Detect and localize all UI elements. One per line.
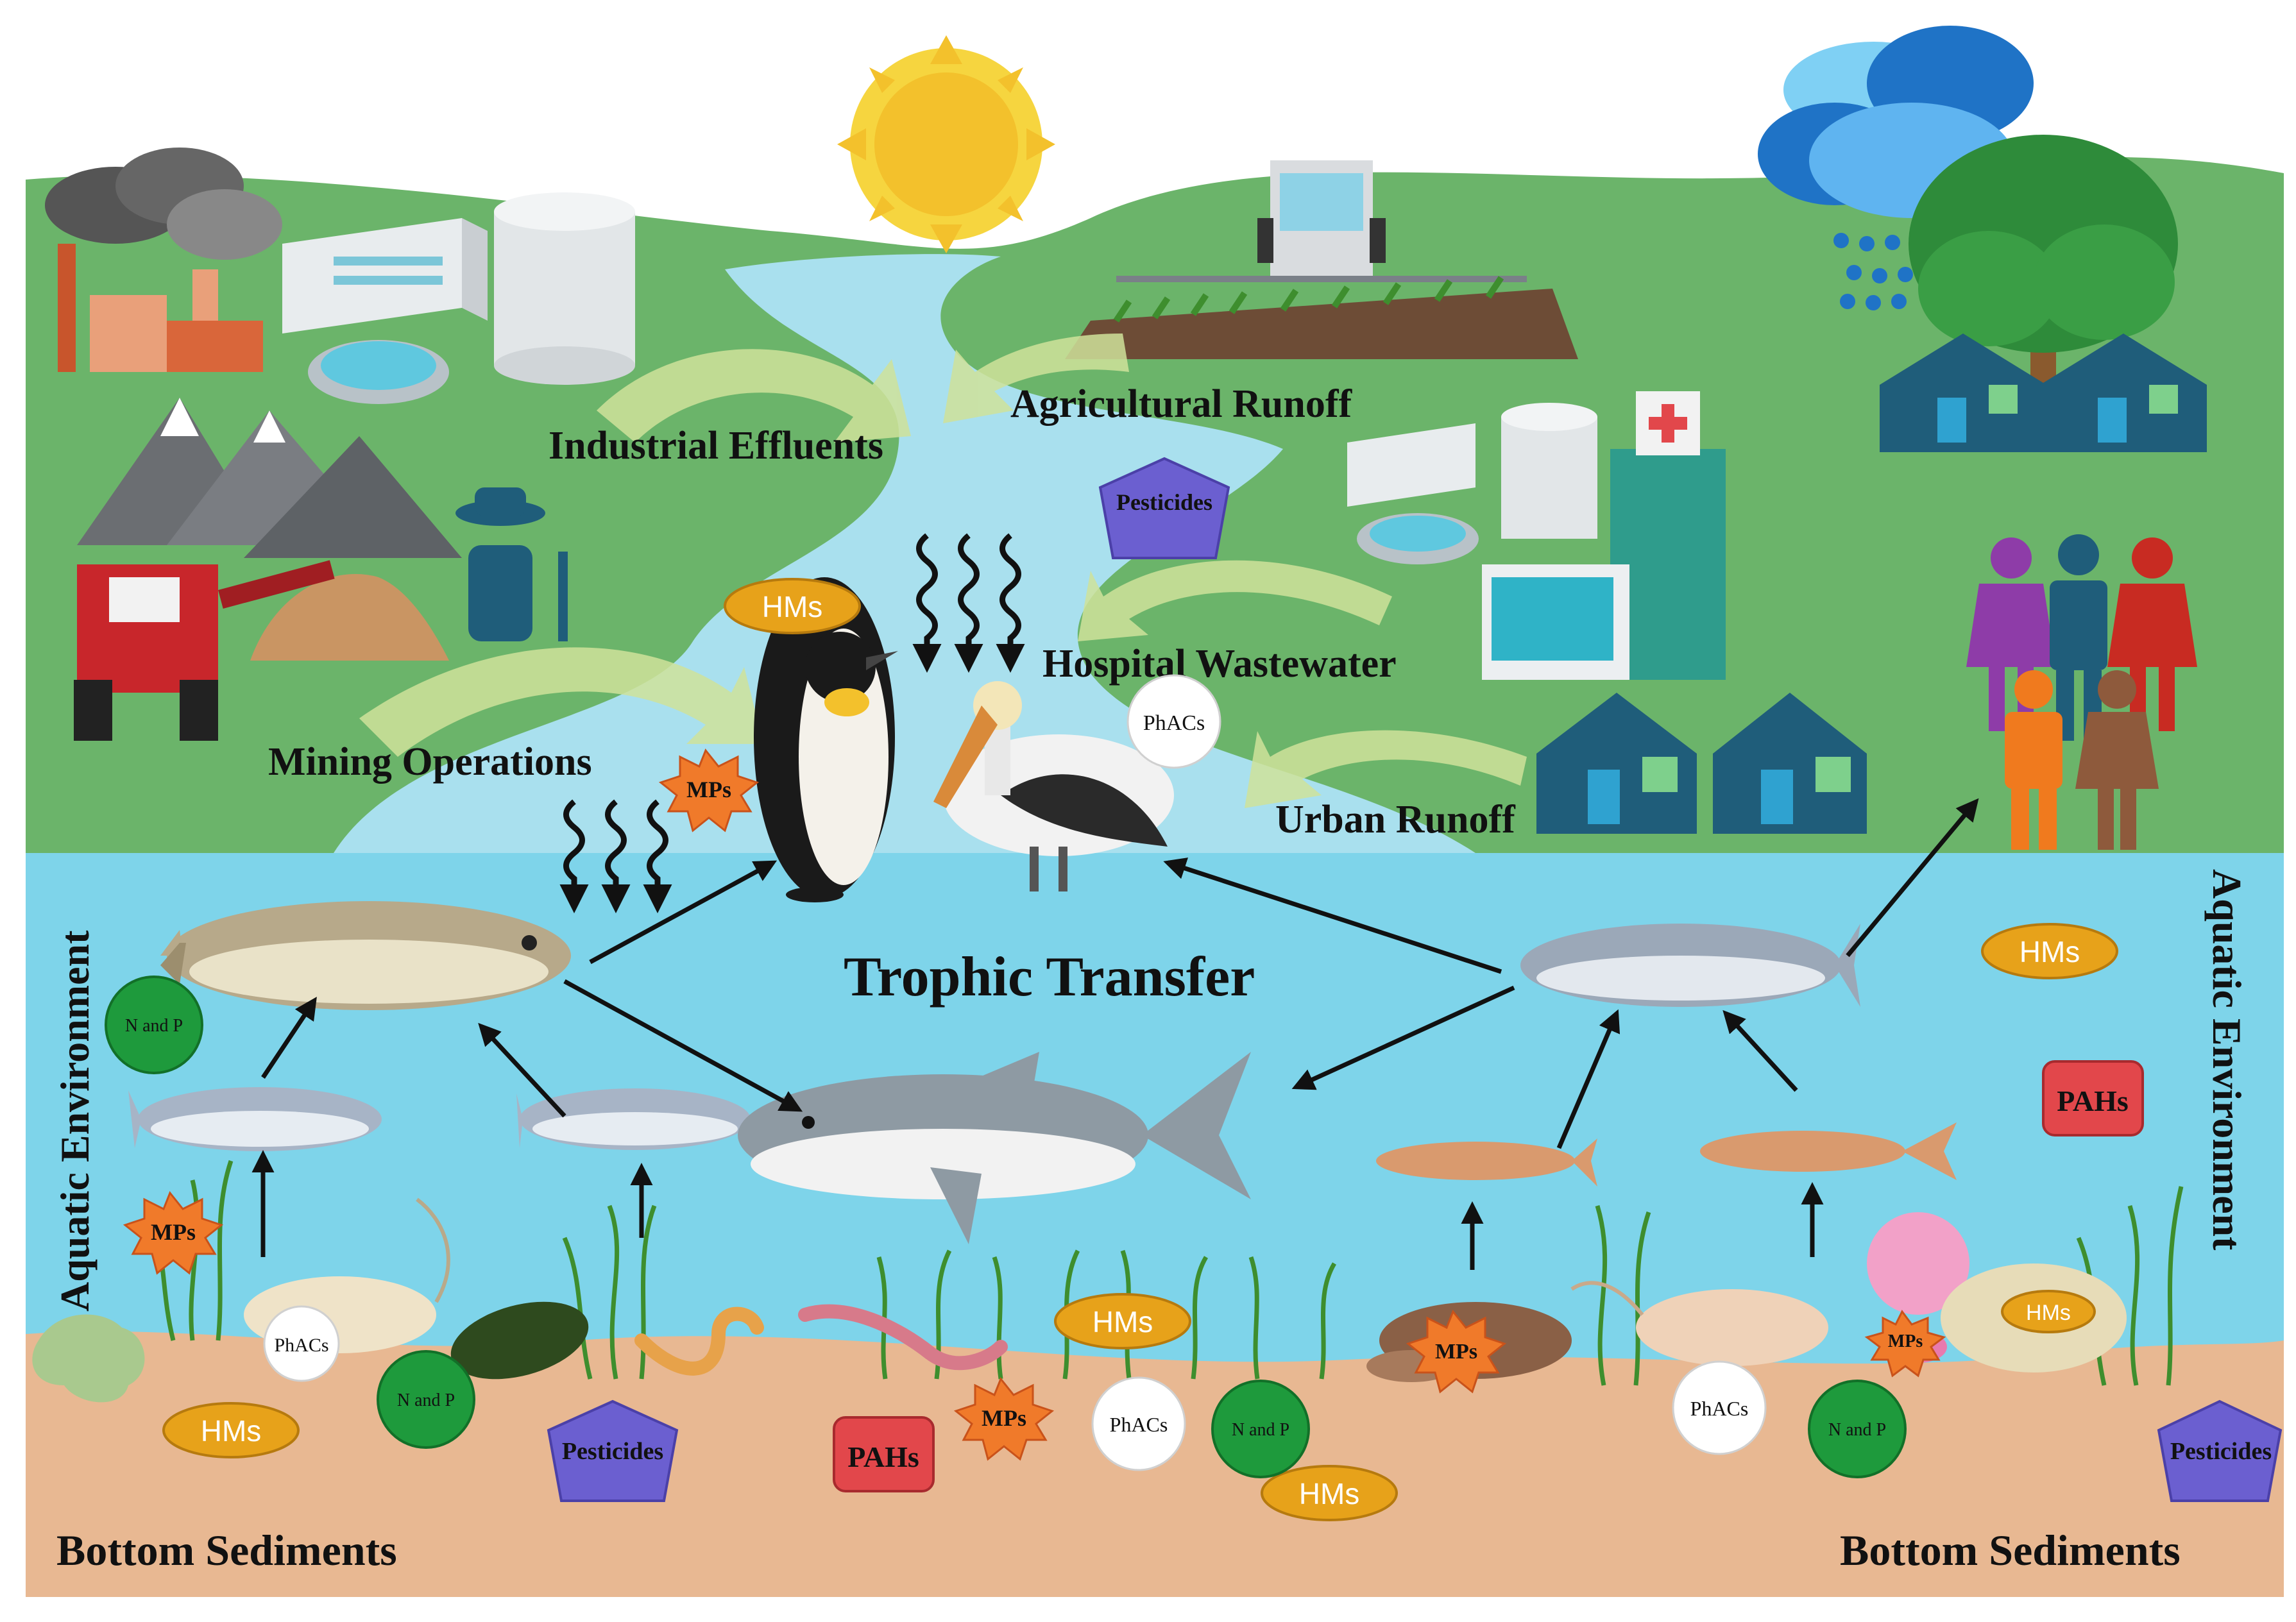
mps-text: MPs — [151, 1219, 196, 1245]
agricultural-runoff-label: Agricultural Runoff — [1010, 382, 1353, 426]
mps-text: MPs — [686, 777, 731, 802]
mps-badge: MPs — [1406, 1310, 1507, 1394]
phacs-text: PhACs — [1110, 1413, 1168, 1436]
hms-badge: HMs — [1981, 923, 2118, 979]
pahs-text: PAHs — [847, 1440, 919, 1473]
pahs-badge: PAHs — [833, 1416, 935, 1492]
factory-icon — [45, 148, 282, 372]
treatment-plant-icon — [1347, 403, 1597, 564]
mps-badge: MPs — [1864, 1310, 1946, 1378]
farmer-icon — [455, 487, 568, 641]
hospital-flow-arrow — [1078, 560, 1392, 641]
pesticides-text: Pesticides — [562, 1438, 663, 1465]
hms-text: HMs — [201, 1414, 262, 1448]
pesticides-badge: Pesticides — [1098, 457, 1230, 559]
catfish-mid-icon — [516, 1088, 751, 1150]
hospital-wastewater-label: Hospital Wastewater — [1042, 642, 1397, 686]
shark-icon — [738, 1052, 1251, 1244]
flow-arrows — [359, 334, 1527, 808]
phacs-badge: PhACs — [263, 1305, 340, 1382]
aquatic-environment-right-label: Aquatic Environment — [2204, 869, 2250, 1251]
np-badge: N and P — [377, 1350, 475, 1449]
np-text: N and P — [1232, 1420, 1289, 1440]
np-text: N and P — [397, 1390, 455, 1410]
hms-badge: HMs — [1054, 1293, 1191, 1349]
phacs-badge: PhACs — [1091, 1376, 1186, 1471]
catfish-left-icon — [128, 1087, 382, 1151]
mps-badge: MPs — [123, 1191, 224, 1275]
bottom-sediments-left-label: Bottom Sediments — [56, 1526, 397, 1575]
pesticides-badge: Pesticides — [547, 1399, 679, 1502]
hms-badge: HMs — [1261, 1465, 1398, 1521]
building-icon — [282, 218, 488, 334]
storage-tank-icon — [494, 192, 635, 385]
hms-text: HMs — [762, 590, 823, 623]
phacs-text: PhACs — [274, 1335, 328, 1356]
bottom-sediments-right-label: Bottom Sediments — [1840, 1526, 2181, 1575]
pahs-badge: PAHs — [2042, 1060, 2144, 1136]
urban-runoff-label: Urban Runoff — [1275, 798, 1516, 841]
mps-text: MPs — [1888, 1331, 1923, 1351]
mps-badge: MPs — [953, 1377, 1055, 1461]
river — [334, 254, 1475, 853]
hms-text: HMs — [1299, 1477, 1360, 1510]
hms-text: HMs — [2020, 935, 2080, 968]
pahs-text: PAHs — [2057, 1085, 2129, 1117]
people-icon — [1966, 534, 2197, 850]
mps-badge: MPs — [658, 748, 760, 832]
aquatic-environment-left-label: Aquatic Environment — [52, 930, 98, 1312]
hms-badge: HMs — [162, 1402, 300, 1458]
tractor-icon — [1116, 160, 1527, 282]
penguin-icon — [754, 577, 898, 902]
hms-text: HMs — [1093, 1305, 1153, 1339]
treatment-tank-icon — [308, 340, 449, 404]
trophic-arrows — [251, 798, 1979, 1270]
np-badge: N and P — [105, 976, 203, 1074]
pelican-icon — [933, 681, 1174, 891]
urban-flow-arrow — [1245, 730, 1527, 808]
np-badge: N and P — [1211, 1380, 1310, 1478]
large-fish-icon — [160, 901, 571, 1010]
np-text: N and P — [125, 1016, 183, 1036]
hospital-icon — [1482, 391, 1726, 680]
hms-badge: HMs — [724, 578, 861, 634]
hms-badge: HMs — [2001, 1290, 2096, 1333]
loach-left-icon — [1376, 1138, 1597, 1187]
loach-right-icon — [1700, 1122, 1957, 1180]
mps-text: MPs — [1435, 1340, 1477, 1364]
phacs-text: PhACs — [1143, 711, 1205, 735]
phacs-badge: PhACs — [1672, 1360, 1767, 1455]
mining-flow-arrow — [359, 647, 763, 757]
deposition-arrows — [559, 533, 1025, 913]
crop-field-icon — [1065, 276, 1578, 359]
mountain-icon — [77, 398, 462, 558]
pesticides-text: Pesticides — [2170, 1438, 2272, 1465]
amoeba-icon — [32, 1314, 145, 1403]
harvester-icon — [74, 560, 335, 741]
worm-icons — [634, 1304, 1008, 1376]
agricultural-flow-arrow — [943, 334, 1129, 423]
mussel-icon — [450, 1301, 589, 1380]
mining-operations-label: Mining Operations — [268, 740, 592, 784]
salmon-icon — [1520, 924, 1860, 1007]
phacs-text: PhACs — [1690, 1397, 1749, 1420]
industrial-flow-arrow — [597, 349, 911, 443]
dirt-pile-icon — [250, 574, 449, 661]
sun-icon — [837, 35, 1055, 253]
house-icon — [1880, 334, 2207, 452]
pesticides-badge: Pesticides — [2157, 1399, 2283, 1502]
urban-houses-icon — [1536, 693, 1867, 834]
np-badge: N and P — [1808, 1380, 1907, 1478]
pesticides-text: Pesticides — [1116, 489, 1212, 515]
industrial-effluents-label: Industrial Effluents — [548, 424, 883, 468]
np-text: N and P — [1828, 1420, 1886, 1440]
mps-text: MPs — [982, 1405, 1026, 1431]
phacs-badge: PhACs — [1127, 674, 1221, 769]
trophic-transfer-label: Trophic Transfer — [844, 946, 1255, 1008]
shrimp-right-icon — [1570, 1281, 1828, 1366]
hms-text: HMs — [2026, 1301, 2071, 1325]
